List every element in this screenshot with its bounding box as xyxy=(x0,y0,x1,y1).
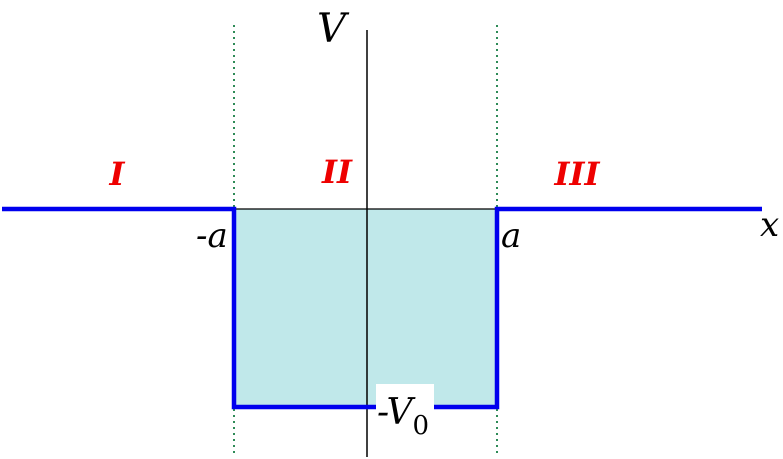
potential-curve xyxy=(2,206,762,410)
right-boundary-label: a xyxy=(501,216,521,256)
well-fill xyxy=(234,209,497,407)
depth-label: -V0 xyxy=(377,392,429,441)
region-label-ii: II xyxy=(321,153,353,191)
v-axis-label: V xyxy=(317,6,350,52)
x-axis-label: x xyxy=(760,205,779,245)
region-label-i: I xyxy=(109,155,126,193)
depth-label-main: -V xyxy=(377,392,417,433)
region-label-iii: III xyxy=(554,155,601,193)
depth-label-subscript: 0 xyxy=(413,411,430,441)
depth-label-background xyxy=(376,384,434,432)
left-boundary-label: -a xyxy=(196,216,228,256)
